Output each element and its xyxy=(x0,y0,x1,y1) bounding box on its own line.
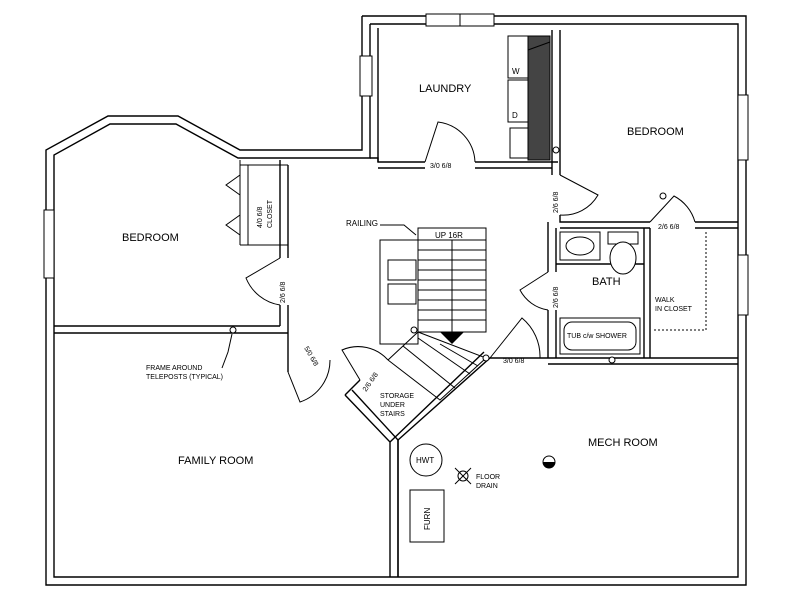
tub-label: TUB c/w SHOWER xyxy=(567,333,627,340)
bedroom-left-label: BEDROOM xyxy=(122,232,179,244)
storage-door-size: 2/6 6/8 xyxy=(362,372,380,394)
bath-door-swing xyxy=(519,271,549,311)
closet-door-size: 4/0 6/8 xyxy=(257,206,264,228)
frame-note-line2: TELEPOSTS (TYPICAL) xyxy=(146,374,223,381)
window-bedroom-right-2 xyxy=(737,254,749,316)
window-bedroom-left xyxy=(43,209,55,279)
stairs-note: UP 16R xyxy=(435,231,463,240)
bedroom-right-door-swing xyxy=(559,174,599,216)
teleposts xyxy=(229,146,667,364)
frame-note-line1: FRAME AROUND xyxy=(146,365,202,372)
furnace-label: FURN xyxy=(423,508,432,530)
closet-bifold-doors xyxy=(225,174,241,236)
bedroom-right-door-size: 2/6 6/8 xyxy=(553,191,560,213)
closet-label: CLOSET xyxy=(267,199,274,228)
walk-in-shelf xyxy=(654,232,707,331)
floor-drain-symbol xyxy=(454,467,472,485)
family-door-size: 5/0 6/8 xyxy=(302,346,319,368)
storage-door-swing xyxy=(341,346,389,381)
walk-in-note-line2: IN CLOSET xyxy=(655,306,693,313)
mech-door-size: 3/0 6/8 xyxy=(503,358,525,365)
floor-drain-line2: DRAIN xyxy=(476,483,498,490)
frame-note-leader xyxy=(221,333,233,369)
storage-note-line1: STORAGE xyxy=(380,393,414,400)
bath-label: BATH xyxy=(592,276,621,288)
windows xyxy=(43,13,749,316)
mech-door-swing xyxy=(489,317,541,359)
laundry-cabinet xyxy=(527,35,551,161)
hwt-tank xyxy=(409,443,443,477)
laundry-door-size: 3/0 6/8 xyxy=(430,163,452,170)
notes: RAILING UP 16R CLOSET FRAME AROUND TELEP… xyxy=(146,199,693,490)
bedroom-left-door-swing xyxy=(245,257,281,306)
dryer-label: D xyxy=(512,111,518,120)
bedroom-left-door-size: 2/6 6/8 xyxy=(280,281,287,303)
stair-arrow-head xyxy=(440,332,464,344)
family-door-swing xyxy=(287,359,331,403)
washer-label: W xyxy=(512,67,520,76)
bedroom-right-label: BEDROOM xyxy=(627,126,684,138)
walk-in-note-line1: WALK xyxy=(655,297,675,304)
laundry-appliances: W D xyxy=(507,35,551,161)
walk-in-door-size: 2/6 6/8 xyxy=(658,224,680,231)
storage-note-line2: UNDER xyxy=(380,402,405,409)
mech-room-label: MECH ROOM xyxy=(588,437,658,449)
doors xyxy=(225,121,696,403)
window-bedroom-right-1 xyxy=(737,94,749,161)
laundry-label: LAUNDRY xyxy=(419,83,472,95)
room-labels: LAUNDRY BEDROOM BEDROOM FAMILY ROOM MECH… xyxy=(122,83,684,467)
walk-in-door-swing xyxy=(649,195,696,223)
hwt-label: HWT xyxy=(416,456,434,465)
bath-door-size: 2/6 6/8 xyxy=(553,286,560,308)
furnace xyxy=(409,489,445,543)
stairs xyxy=(379,224,487,401)
sump-symbol xyxy=(542,455,556,469)
interior-walls xyxy=(54,28,738,577)
floor-drain-line1: FLOOR xyxy=(476,474,500,481)
railing-note: RAILING xyxy=(346,219,378,228)
storage-note-line3: STAIRS xyxy=(380,411,405,418)
window-laundry xyxy=(359,55,373,97)
bath-fixtures: TUB c/w SHOWER xyxy=(559,231,641,355)
laundry-door-swing xyxy=(424,121,476,163)
mech-equipment: HWT FURN xyxy=(409,443,556,543)
exterior-walls xyxy=(45,15,747,586)
family-room-label: FAMILY ROOM xyxy=(178,455,253,467)
